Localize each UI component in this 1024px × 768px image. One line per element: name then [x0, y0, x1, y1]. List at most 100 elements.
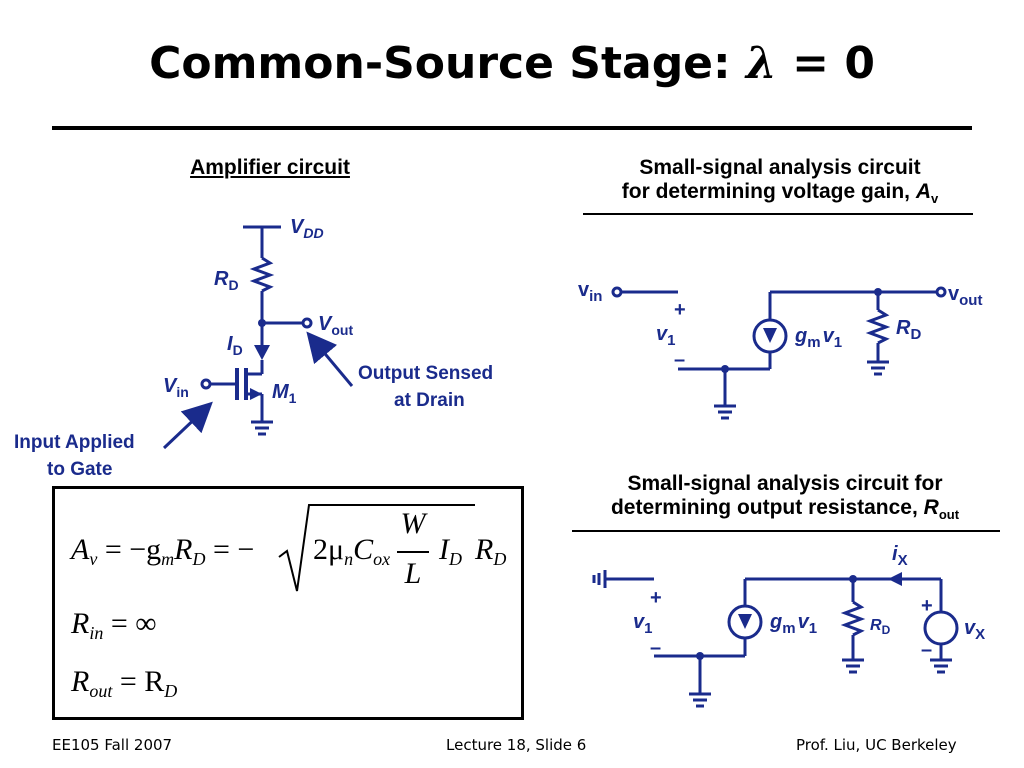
- rout-sub: out: [938, 507, 960, 523]
- rout-symbol: R: [923, 496, 939, 519]
- rd-label: RD: [214, 268, 239, 293]
- rout-ix-arrow: [888, 572, 902, 586]
- drain-node: [258, 319, 266, 327]
- rout-plus: +: [650, 587, 662, 609]
- sqrt-tail: ID: [439, 533, 462, 570]
- rout-ix-label: iX: [892, 543, 908, 569]
- rout-out-node: [849, 575, 857, 583]
- gain-vin-label: vin: [578, 279, 602, 305]
- tail-rd: RD: [475, 533, 506, 570]
- cox-term-sub: ox: [373, 549, 391, 569]
- w-term: W: [400, 507, 426, 540]
- rout-vx-label: vX: [964, 617, 985, 643]
- gain-plus: +: [674, 299, 686, 321]
- m1-label: M1: [272, 381, 297, 406]
- rout-gnd-node: [696, 652, 704, 660]
- cox-term: C: [353, 533, 374, 566]
- frac-num: W: [397, 507, 429, 541]
- rout-heading-underline: [572, 530, 1000, 532]
- id-term: I: [439, 533, 449, 566]
- id-term-sub: D: [449, 549, 462, 569]
- slide-title: Common-Source Stage: λ = 0: [0, 38, 1024, 89]
- gain-vin-terminal: [611, 286, 623, 298]
- gain-rd-label: RD: [896, 317, 921, 343]
- rout-heading-text: determining output resistance,: [610, 496, 924, 519]
- vin-label: Vin: [163, 375, 189, 400]
- frac-bar: [397, 551, 429, 553]
- rout-value-sub: D: [164, 681, 178, 701]
- rin-term: R: [71, 607, 90, 640]
- gain-rd-resistor: [865, 308, 891, 345]
- tail-rd-term: R: [475, 533, 494, 566]
- vout-label: Vout: [318, 313, 353, 338]
- gain-heading-line2: for determining voltage gain, Av: [560, 180, 1000, 206]
- gain-heading-underline: [583, 213, 973, 215]
- amplifier-circuit: [162, 225, 354, 450]
- rout-rd-resistor: [840, 600, 866, 637]
- gain-minus: –: [674, 349, 685, 371]
- av-term: A: [71, 533, 90, 566]
- mu-term: 2μ: [313, 533, 345, 566]
- gm-term-sub: m: [161, 549, 175, 569]
- av-term-sub: v: [89, 549, 98, 569]
- input-applied-arrow: [162, 401, 213, 450]
- rout-heading-line2: determining output resistance, Rout: [560, 496, 1010, 522]
- gain-out-node: [874, 288, 882, 296]
- rout-v1-label: v1: [633, 611, 652, 637]
- equation-box: Av = −gmRD = − 2μnCox W L ID RD Rin = ∞ …: [52, 486, 524, 720]
- rin-sub: in: [89, 623, 104, 643]
- output-sensed-arrow: [306, 331, 354, 387]
- frac-den: L: [397, 557, 429, 591]
- rd-term: R: [174, 533, 193, 566]
- title-suffix: = 0: [776, 38, 875, 89]
- mu-term-sub: n: [344, 549, 354, 569]
- rout-equation: Rout = RD: [71, 665, 177, 702]
- title-rule: [52, 126, 972, 130]
- gain-heading-text: for determining voltage gain,: [621, 180, 916, 203]
- title-prefix: Common-Source Stage:: [149, 38, 746, 89]
- id-arrow: [254, 345, 270, 360]
- rout-vx-plus: +: [921, 595, 933, 617]
- rout-term: R: [71, 665, 90, 698]
- rout-heading: Small-signal analysis circuit for determ…: [560, 472, 1010, 522]
- gain-source-arrow: [763, 328, 777, 343]
- gain-gnd-node: [721, 365, 729, 373]
- rout-vx-minus: –: [921, 639, 932, 661]
- footer-course: EE105 Fall 2007: [52, 736, 173, 754]
- footer-author: Prof. Liu, UC Berkeley: [796, 736, 957, 754]
- gain-heading: Small-signal analysis circuit for determ…: [560, 156, 1000, 206]
- gain-circuit: [611, 286, 947, 420]
- output-note-1: Output Sensed: [358, 363, 493, 384]
- output-note-2: at Drain: [394, 390, 465, 411]
- input-note-1: Input Applied: [14, 432, 135, 453]
- input-note-2: to Gate: [47, 459, 112, 480]
- gain-vout-label: vout: [948, 283, 982, 309]
- rin-equation: Rin = ∞: [71, 607, 157, 644]
- gm-term: = −g: [104, 533, 162, 566]
- rout-minus: –: [650, 637, 661, 659]
- gain-equation: Av = −gmRD = −: [71, 533, 254, 570]
- rin-value: = ∞: [110, 607, 157, 640]
- gain-heading-line1: Small-signal analysis circuit: [639, 156, 921, 179]
- rout-heading-line1: Small-signal analysis circuit for: [627, 472, 943, 495]
- rout-eq-sub: out: [89, 681, 113, 701]
- gain-v1-label: v1: [656, 323, 675, 349]
- rout-source-arrow: [738, 614, 752, 629]
- gain-vout-terminal: [935, 286, 947, 298]
- sqrt-sign: [278, 504, 475, 592]
- amplifier-heading: Amplifier circuit: [190, 156, 350, 179]
- rout-circuit: [592, 570, 959, 708]
- av-sub: v: [930, 191, 939, 207]
- rout-rd-label: RD: [870, 617, 891, 637]
- mosfet-source-arrow: [250, 388, 262, 400]
- l-term: L: [404, 557, 422, 590]
- rd-term-sub: D: [192, 549, 206, 569]
- id-label: ID: [227, 333, 243, 358]
- lambda-symbol: λ: [745, 38, 777, 89]
- vdd-label: VDD: [290, 216, 324, 241]
- vin-terminal: [200, 378, 212, 390]
- footer-slide: Lecture 18, Slide 6: [446, 736, 587, 754]
